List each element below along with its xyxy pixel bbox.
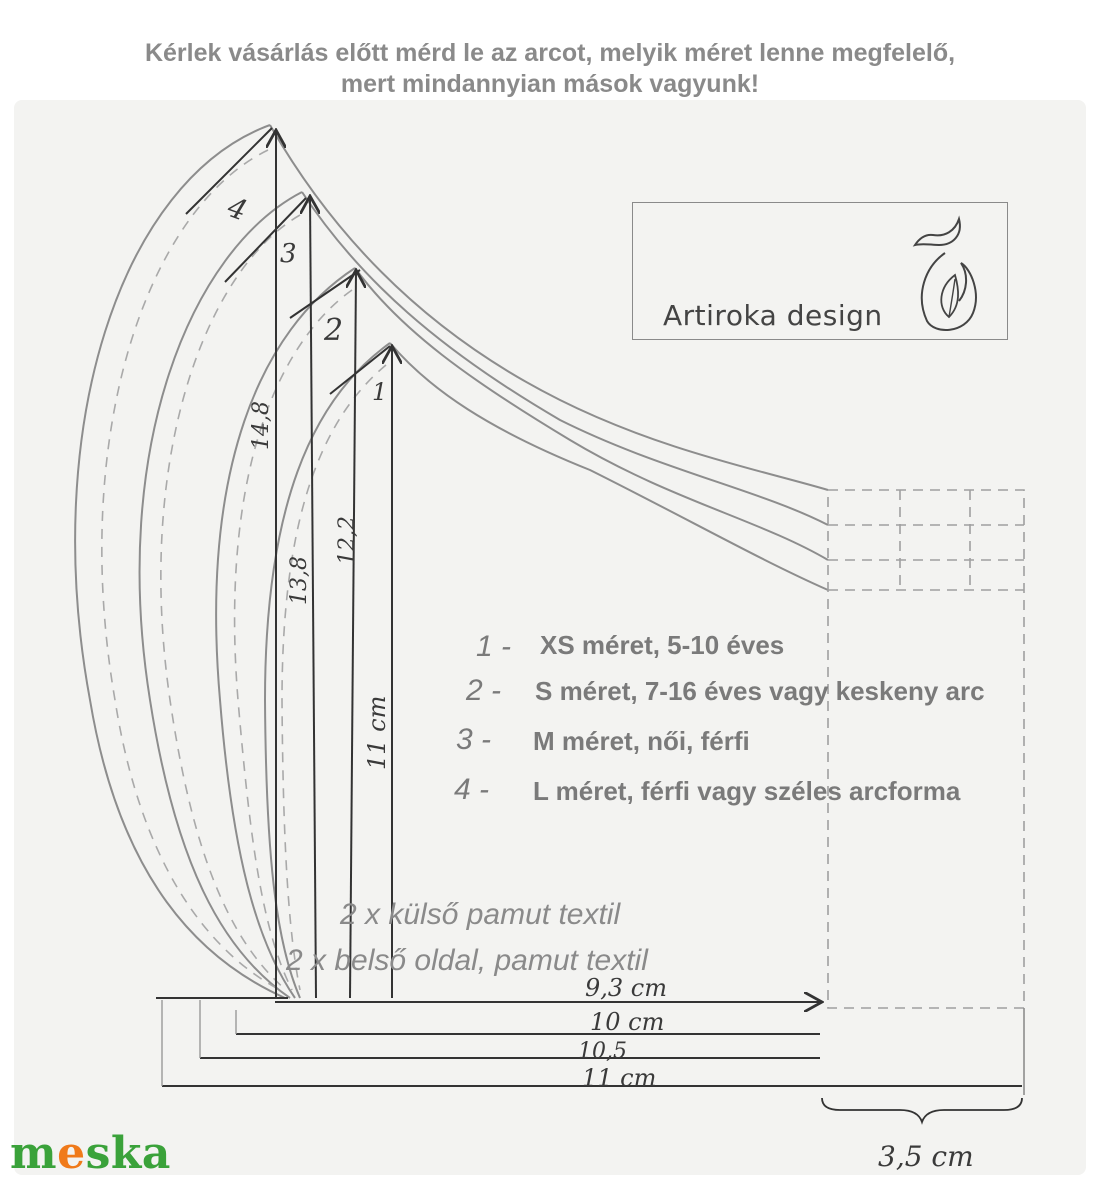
curve-3 (138, 191, 303, 999)
curve-label-ticks (185, 127, 391, 395)
strap-width-label: 3,5 cm (878, 1140, 974, 1173)
legend-text-4: L méret, férfi vagy széles arcforma (533, 776, 961, 806)
seam-1 (281, 364, 387, 991)
top-edge-1 (389, 342, 829, 591)
curve-1 (263, 342, 391, 999)
height-label-12-2: 12,2 (335, 516, 360, 565)
curve-label-1: 1 (372, 378, 387, 406)
instruction-header: Kérlek vásárlás előtt mérd le az arcot, … (0, 38, 1100, 100)
curve-label-3: 3 (280, 239, 297, 269)
legend-num-1: 1 - (476, 630, 511, 663)
seam-2 (233, 289, 353, 991)
width-label-10: 10 cm (590, 1008, 664, 1036)
width-lines (156, 998, 1022, 1087)
legend-num-3: 3 - (456, 723, 491, 756)
height-label-11: 11 cm (363, 696, 391, 770)
instruction-line-1: Kérlek vásárlás előtt mérd le az arcot, … (144, 39, 956, 67)
strap-panel (827, 489, 1025, 1009)
top-edge-2 (354, 267, 829, 561)
fox-leaf-icon (912, 215, 977, 332)
note-inner-fabric: 2 x belső oldal, pamut textil (285, 944, 649, 977)
width-side-lines (161, 1000, 237, 1086)
brand-box: Artiroka design (632, 202, 1008, 340)
instruction-line-2: mert mindannyian mások vagyunk! (340, 70, 760, 98)
mask-outline-curves (74, 124, 829, 999)
curve-4 (74, 124, 286, 999)
logo-part-ska: ska (85, 1128, 171, 1179)
seam-4 (101, 149, 281, 991)
seam-lines (101, 149, 387, 991)
height-arrows (276, 132, 392, 999)
height-arrow-2 (350, 272, 356, 999)
strap-width-brace (821, 1097, 1023, 1125)
curve-label-2: 2 (323, 313, 343, 348)
width-label-11: 11 cm (582, 1064, 656, 1092)
top-edge-4 (269, 124, 829, 491)
meska-logo: meska (10, 1128, 171, 1180)
paper-sheet (14, 100, 1086, 1175)
legend-text-2: S méret, 7-16 éves vagy keskeny arc (535, 676, 985, 706)
curve-2 (215, 267, 356, 999)
height-label-14-8: 14,8 (249, 401, 274, 450)
width-label-10-5: 10,5 (578, 1039, 627, 1064)
height-label-13-8: 13,8 (287, 556, 312, 605)
brand-name: Artiroka design (663, 299, 883, 332)
seam-3 (160, 214, 301, 991)
height-arrow-3 (310, 198, 316, 999)
note-outer-fabric: 2 x külső pamut textil (339, 898, 621, 931)
logo-part-m: m (10, 1128, 58, 1179)
strap-rect (827, 489, 1025, 1009)
logo-part-e: e (57, 1128, 86, 1179)
legend-num-4: 4 - (454, 773, 489, 806)
legend-num-2: 2 - (465, 674, 501, 707)
curve-label-4: 4 (222, 190, 251, 227)
width-label-9-3: 9,3 cm (585, 974, 667, 1002)
legend-text-3: M méret, női, férfi (533, 726, 750, 756)
legend-text-1: XS méret, 5-10 éves (540, 630, 784, 660)
size-legend: 1 - XS méret, 5-10 éves 2 - S méret, 7-1… (454, 630, 985, 806)
